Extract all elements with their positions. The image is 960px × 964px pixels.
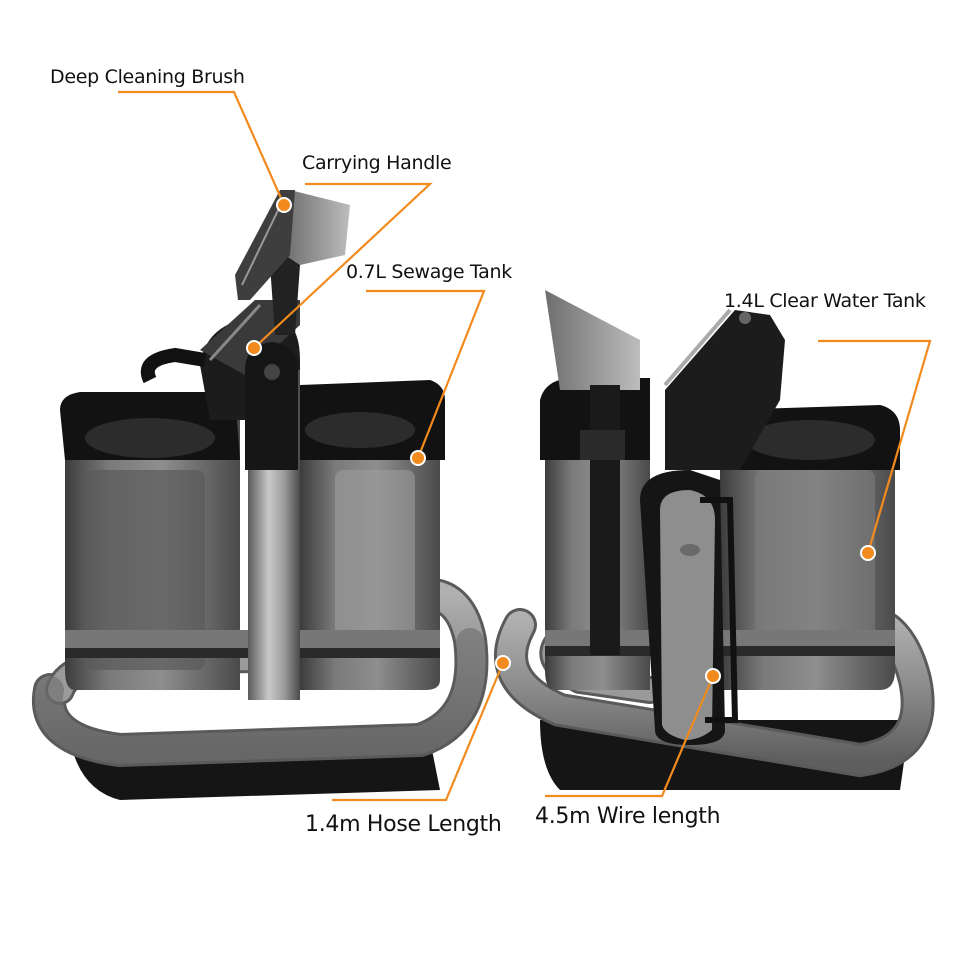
clear-water-dot <box>860 545 876 561</box>
handle-dot <box>246 340 262 356</box>
right-brush <box>545 290 640 655</box>
brush-callout-line <box>118 90 286 206</box>
callout-lines <box>118 90 932 802</box>
brush-dot <box>276 197 292 213</box>
brush-label: Deep Cleaning Brush <box>50 66 245 88</box>
sewage-tank-label: 0.7L Sewage Tank <box>346 261 512 283</box>
wire-length-label: 4.5m Wire length <box>535 804 721 829</box>
right-handle <box>665 310 785 470</box>
handle-callout-line <box>253 182 433 349</box>
hose-length-label: 1.4m Hose Length <box>305 812 502 837</box>
wire-dot <box>705 668 721 684</box>
sewage-dot <box>410 450 426 466</box>
deep-cleaning-brush <box>235 190 350 335</box>
left-unit <box>31 190 489 800</box>
callout-dots <box>246 197 876 684</box>
hose-dot <box>495 655 511 671</box>
clear-water-tank-label: 1.4L Clear Water Tank <box>724 290 926 312</box>
clear-water-callout-line <box>818 339 932 554</box>
wire-callout-line <box>545 675 715 798</box>
hose-callout-line <box>332 662 505 802</box>
right-unit <box>494 290 935 790</box>
handle-label: Carrying Handle <box>302 152 452 174</box>
sewage-callout-line <box>366 289 486 459</box>
